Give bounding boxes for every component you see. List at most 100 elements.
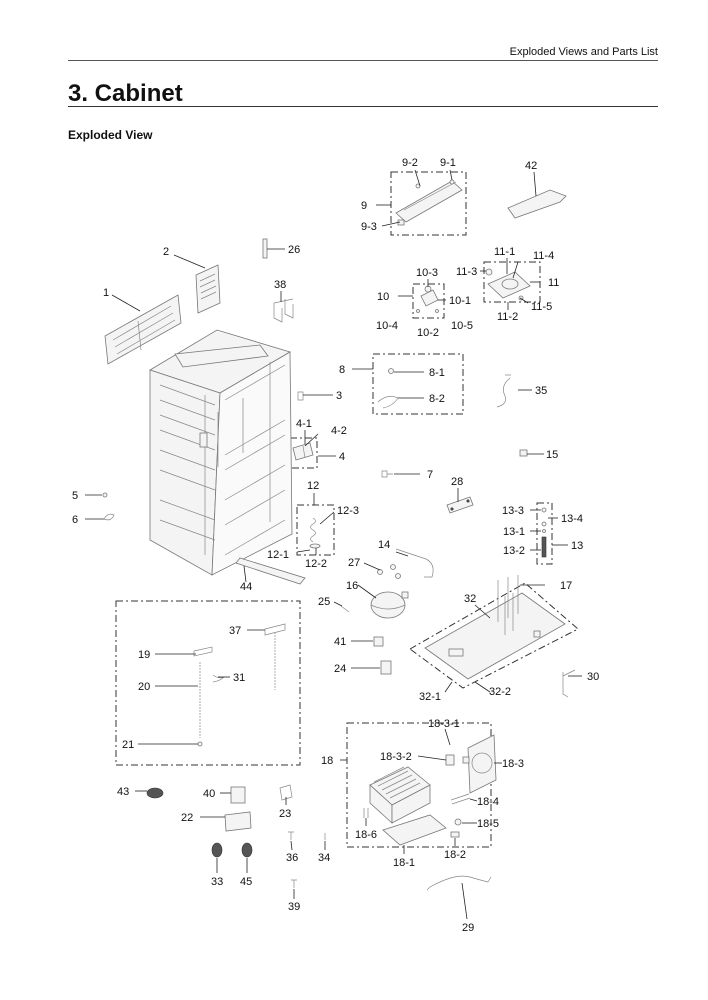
callout-32-1: 32-1 (419, 691, 441, 703)
callout-9-1: 9-1 (440, 157, 456, 169)
callout-10-3: 10-3 (416, 267, 438, 279)
callout-43: 43 (117, 786, 129, 798)
callout-42: 42 (525, 160, 537, 172)
callout-31: 31 (233, 672, 245, 684)
part-3-clip-icon (297, 391, 304, 401)
callout-34: 34 (318, 852, 330, 864)
part-31-clip-icon (212, 674, 225, 683)
part-9-duct-icon (395, 179, 463, 226)
callout-12: 12 (307, 480, 319, 492)
callout-18-3: 18-3 (502, 758, 524, 770)
callout-30: 30 (587, 671, 599, 683)
callout-8-1: 8-1 (429, 367, 445, 379)
callout-40: 40 (203, 788, 215, 800)
callout-20: 20 (138, 681, 150, 693)
callout-13-2: 13-2 (503, 545, 525, 557)
callout-18: 18 (321, 755, 333, 767)
callout-12-2: 12-2 (305, 558, 327, 570)
part-sketches (102, 179, 576, 891)
callout-18-1: 18-1 (393, 857, 415, 869)
callout-18-2: 18-2 (444, 849, 466, 861)
callout-41: 41 (334, 636, 346, 648)
callout-11: 11 (548, 277, 559, 289)
part-32-base-icon (424, 575, 566, 680)
header-rule (68, 60, 658, 61)
part-36-screw-icon (288, 831, 294, 840)
group-box-4 (289, 437, 318, 469)
part-13-valve-icon (541, 507, 547, 558)
group-box-44 (115, 600, 301, 766)
group-box-10 (412, 283, 445, 319)
page-title: 3. Cabinet (68, 80, 183, 107)
callout-10: 10 (377, 291, 389, 303)
callout-32-2: 32-2 (489, 686, 511, 698)
callout-labels: 1 2 3 4 4-1 4-2 5 6 7 8 8-1 8-2 9 9-1 9-… (72, 157, 599, 934)
callout-28: 28 (451, 476, 463, 488)
callout-11-1: 11-1 (494, 246, 515, 258)
section-subtitle: Exploded View (68, 128, 153, 142)
part-8-1-screw-icon (388, 368, 394, 374)
callout-32: 32 (464, 593, 476, 605)
callout-23: 23 (279, 808, 291, 820)
leader-lines (85, 169, 582, 920)
part-14-pipe-icon (395, 548, 434, 578)
callout-12-3: 12-3 (337, 505, 359, 517)
callout-14: 14 (378, 539, 390, 551)
callout-1: 1 (103, 287, 109, 299)
part-11-fan-icon (485, 268, 531, 301)
callout-10-4: 10-4 (376, 320, 398, 332)
part-38-bracket-icon (273, 298, 294, 323)
part-10-motor-icon (416, 285, 439, 313)
callout-27: 27 (348, 557, 360, 569)
part-1-panel-icon (104, 294, 182, 365)
callout-2: 2 (163, 246, 169, 258)
callout-9-2: 9-2 (402, 157, 418, 169)
callout-3: 3 (336, 390, 342, 402)
part-22-box-icon (224, 811, 252, 832)
callout-4-2: 4-2 (331, 425, 347, 437)
cabinet-body-icon (149, 329, 293, 576)
part-12-heater-icon (309, 517, 321, 549)
callout-26: 26 (288, 244, 300, 256)
callout-11-3: 11-3 (456, 266, 477, 278)
callout-15: 15 (546, 449, 558, 461)
callout-11-2: 11-2 (497, 311, 518, 323)
group-boxes (115, 171, 579, 848)
callout-12-1: 12-1 (267, 549, 289, 561)
part-25-screw-icon (340, 605, 350, 613)
callout-39: 39 (288, 901, 300, 913)
part-33-bushing-icon (211, 842, 223, 858)
part-18-condenser-icon (363, 734, 497, 846)
callout-6: 6 (72, 514, 78, 526)
part-42-cover-icon (507, 189, 567, 219)
part-23-holder-icon (279, 784, 293, 801)
group-box-12 (296, 504, 335, 556)
callout-7: 7 (427, 469, 433, 481)
part-30-pipe-icon (562, 669, 576, 698)
group-box-13 (536, 502, 553, 565)
part-8-2-cover-icon (377, 395, 399, 409)
callout-24: 24 (334, 663, 346, 675)
part-29-harness-icon (426, 875, 492, 891)
group-box-8 (372, 353, 464, 415)
title-rule (68, 106, 658, 107)
part-5-screw-icon (102, 492, 108, 498)
callout-18-4: 18-4 (477, 796, 499, 808)
callout-22: 22 (181, 812, 193, 824)
callout-8-2: 8-2 (429, 393, 445, 405)
part-16-compressor-icon (370, 591, 409, 619)
callout-10-5: 10-5 (451, 320, 473, 332)
callout-5: 5 (72, 490, 78, 502)
callout-13-3: 13-3 (502, 505, 524, 517)
callout-16: 16 (346, 580, 358, 592)
callout-44: 44 (240, 581, 252, 593)
group-box-18 (346, 722, 492, 848)
part-15-clip-icon (519, 449, 528, 457)
part-43-bushing-icon (146, 787, 164, 799)
part-44-rail-icon (235, 557, 306, 585)
callout-18-3-1: 18-3-1 (428, 718, 460, 730)
part-21-cap-icon (197, 741, 203, 747)
part-39-screw-icon (291, 879, 297, 888)
